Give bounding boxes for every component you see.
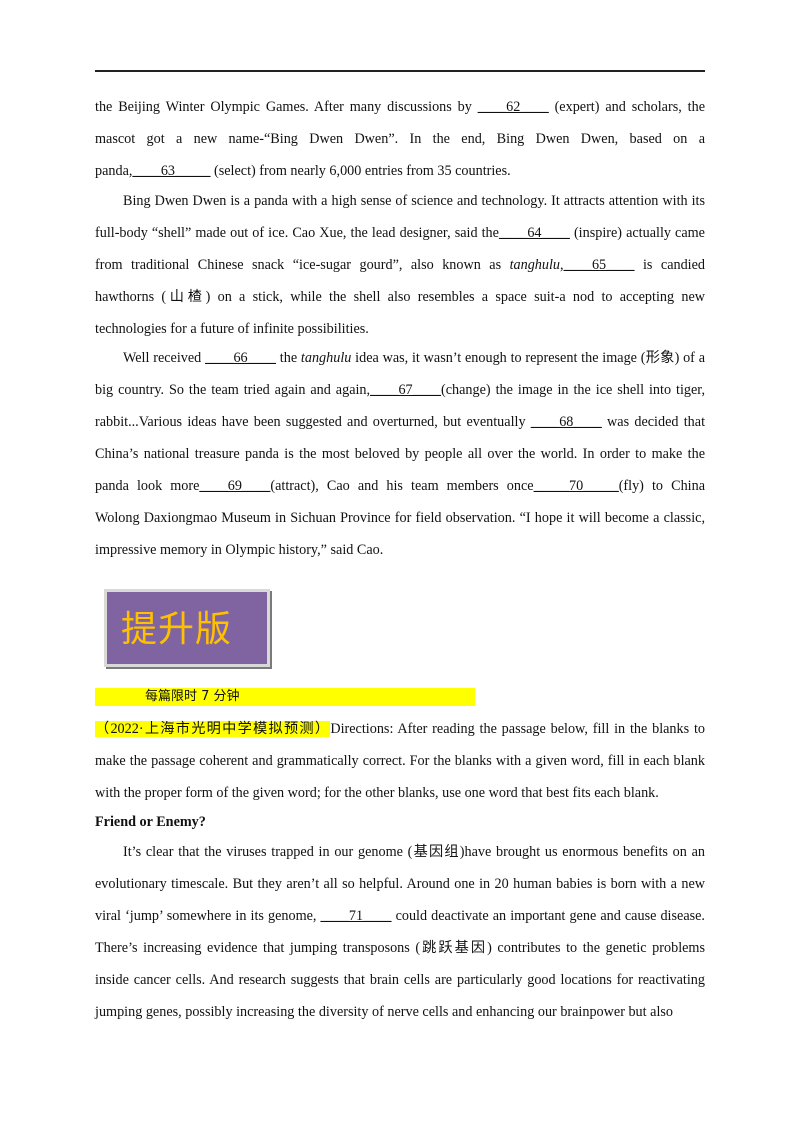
text: the Beijing Winter Olympic Games. After … [95,99,478,115]
italic-term: tanghulu [509,257,561,273]
italic-term: tanghulu [300,350,352,366]
text: , [560,257,564,273]
text: idea was, it wasn’t enough to represent … [95,350,705,398]
blank-71[interactable]: ____71____ [320,908,392,924]
blank-68[interactable]: ____68____ [530,414,602,430]
text: Well received [123,350,206,366]
blank-69[interactable]: ____69____ [199,478,271,494]
passage-title: Friend or Enemy? [95,814,206,830]
header-rule [95,70,705,72]
blank-67[interactable]: ____67____ [370,382,442,398]
source-label: （2022·上海市光明中学模拟预测） [95,721,331,737]
text: the [276,350,301,366]
passage1-paragraph-2: Bing Dwen Dwen is a panda with a high se… [95,185,705,345]
blank-62[interactable]: ____62____ [477,99,549,115]
text: (expert) and scholars, the mascot got a … [95,99,705,179]
blank-70[interactable]: _____70_____ [533,478,619,494]
text: It’s clear that the viruses trapped in o… [95,844,705,924]
indented-text: It’s clear that the viruses trapped in o… [95,836,705,1028]
text: is candied hawthorns (山楂) on a stick, wh… [95,257,706,337]
directions-paragraph: （2022·上海市光明中学模拟预测）Directions: After read… [95,713,705,809]
blank-65[interactable]: ____65____ [563,257,635,273]
passage1-paragraph-3: Well received ____66____ the tanghulu id… [95,342,705,566]
indented-text: Well received ____66____ the tanghulu id… [95,342,705,566]
text: (fly) to China Wolong Daxiongmao Museum … [95,478,705,558]
time-limit-bar: 每篇限时 7 分钟 [95,688,475,706]
text: (inspire) actually came from traditional… [95,225,705,273]
text: (change) the image in the ice shell into… [95,382,705,430]
indented-text: Bing Dwen Dwen is a panda with a high se… [95,185,705,345]
time-limit-label: 每篇限时 7 分钟 [145,689,240,704]
text: (attract), Cao and his team members once [270,478,534,494]
blank-63[interactable]: ____63_____ [132,163,211,179]
text: Bing Dwen Dwen is a panda with a high se… [95,193,705,241]
level-badge: 提升版 [104,589,270,667]
blank-64[interactable]: ____64____ [498,225,570,241]
badge-label: 提升版 [121,609,233,650]
text: could deactivate an important gene and c… [95,908,705,1020]
passage2-paragraph-1: It’s clear that the viruses trapped in o… [95,836,705,1028]
text: was decided that China’s national treasu… [95,414,706,494]
text: (select) from nearly 6,000 entries from … [210,163,511,179]
passage1-paragraph-1: the Beijing Winter Olympic Games. After … [95,91,705,187]
directions-text: Directions: After reading the passage be… [95,721,705,801]
blank-66[interactable]: ____66____ [205,350,276,366]
